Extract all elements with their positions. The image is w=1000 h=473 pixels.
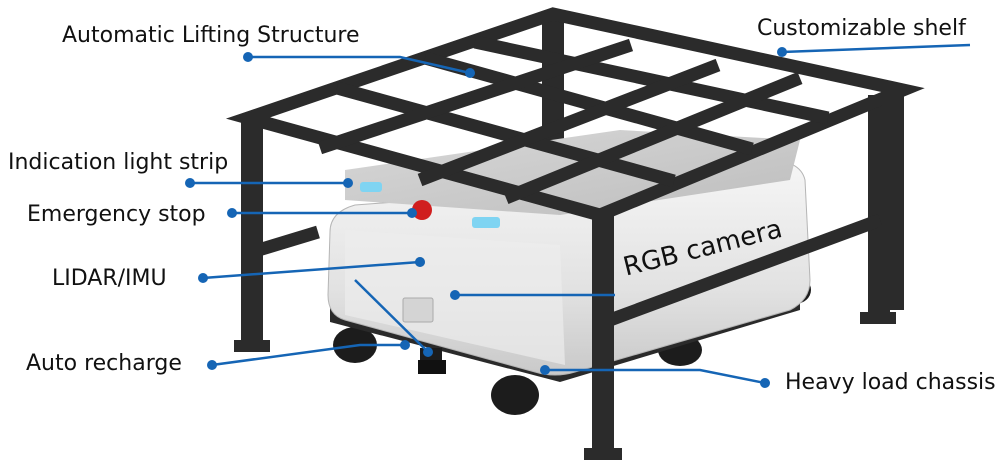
emergency-stop-button [412,200,432,220]
callout-line-shelf [781,43,971,54]
callout-line-lifting [248,55,471,75]
label-lidar-imu: LIDAR/IMU [52,266,167,291]
shelf-front-legs [234,90,904,460]
label-heavy-load-chassis: Heavy load chassis [785,370,996,395]
callout-dots [185,47,787,388]
label-lifting-structure: Automatic Lifting Structure [62,23,360,48]
light-strip-right [472,217,500,228]
callout-line-lidar-2 [354,279,429,353]
customizable-shelf [225,7,925,327]
callout-lines [190,43,971,385]
callout-line-lidar [202,260,421,280]
label-auto-recharge: Auto recharge [26,351,182,376]
callout-line-recharge [211,343,405,367]
label-customizable-shelf: Customizable shelf [757,16,966,41]
label-indication-light-strip: Indication light strip [8,150,229,175]
callout-line-chassis [545,368,766,385]
label-emergency-stop: Emergency stop [27,202,206,227]
light-strip-left [360,182,382,192]
